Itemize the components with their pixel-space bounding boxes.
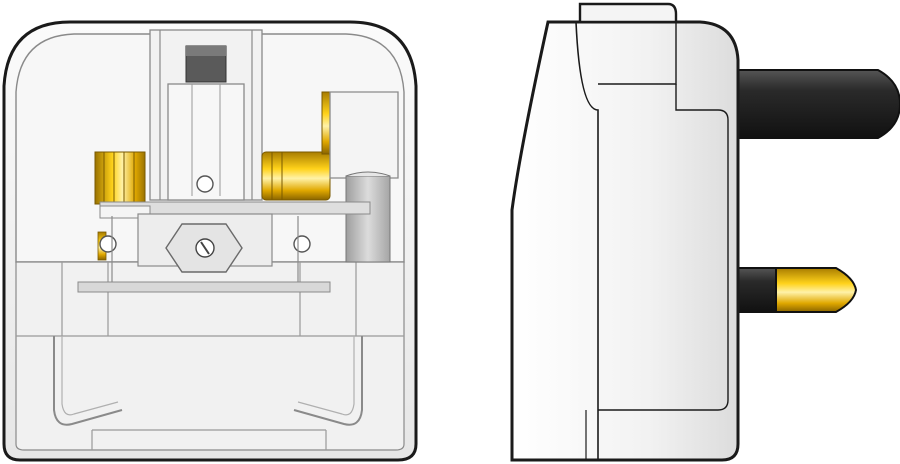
fuse-cap xyxy=(345,171,391,177)
neutral-screw xyxy=(99,235,117,253)
fuse xyxy=(345,175,391,263)
side-top-cap xyxy=(578,2,678,24)
live-screw xyxy=(293,235,311,253)
neutral-terminal xyxy=(94,151,146,205)
side-housing-outline xyxy=(510,20,740,462)
earth-pin-end-highlight xyxy=(186,46,226,56)
side-inner-seam xyxy=(575,21,599,460)
clamp-screw-slot xyxy=(200,241,210,255)
side-view xyxy=(510,2,900,462)
cord-channel-right xyxy=(293,336,363,426)
side-inner-panel-right xyxy=(598,84,729,411)
cord-channel-right-inner xyxy=(297,336,355,416)
base-bar xyxy=(77,281,331,293)
cord-channel-left xyxy=(53,336,123,426)
front-view xyxy=(2,20,418,462)
live-pin-tip xyxy=(775,267,858,313)
fuse-holder xyxy=(329,91,399,179)
earth-pin xyxy=(727,69,900,139)
cord-channel-left-inner xyxy=(61,336,119,416)
earth-screw xyxy=(196,175,214,193)
